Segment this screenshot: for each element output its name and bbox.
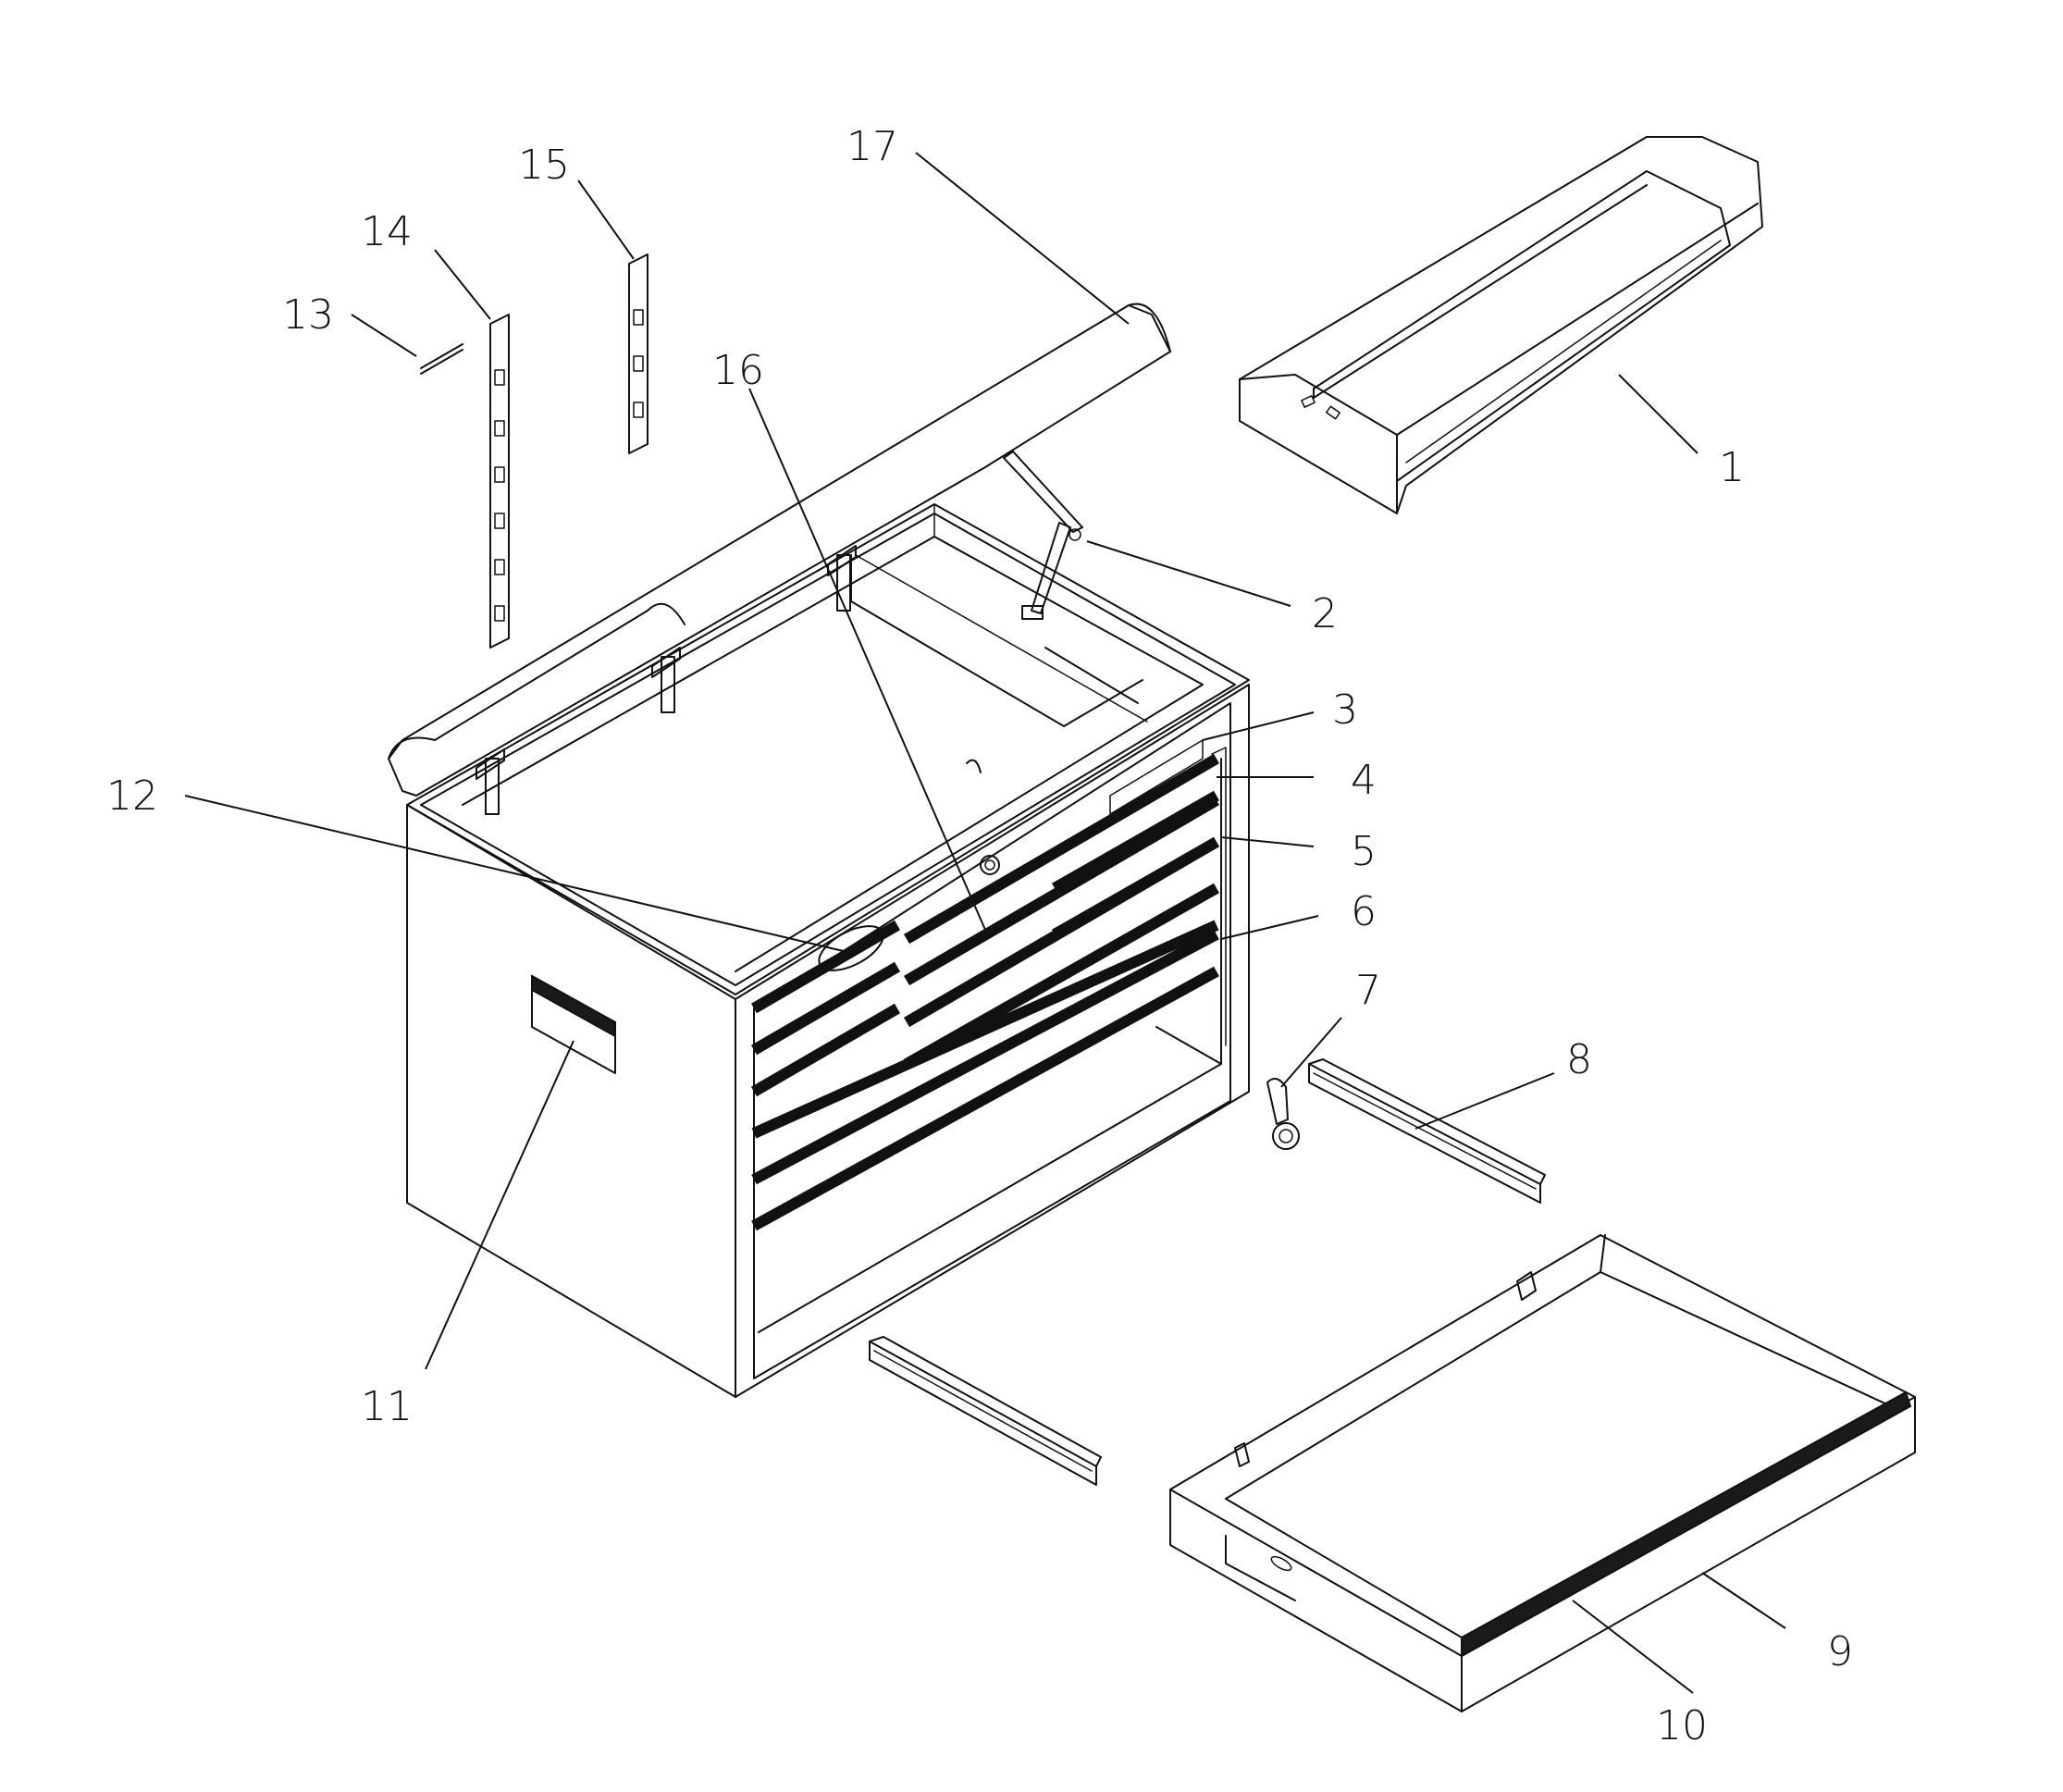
lid-stay bbox=[1003, 451, 1083, 620]
label-part-9: 9 bbox=[1827, 1628, 1853, 1675]
side-handle bbox=[531, 974, 616, 1074]
tool-hanger-bar-long bbox=[489, 314, 510, 649]
lock-assembly bbox=[1266, 1078, 1300, 1150]
part-labels: 1 2 3 4 5 6 7 8 9 10 11 12 13 14 15 16 1… bbox=[106, 123, 1853, 1749]
pin bbox=[420, 343, 463, 375]
drawer-fronts bbox=[750, 753, 1220, 1231]
chest-lid bbox=[388, 303, 1171, 797]
label-part-17: 17 bbox=[846, 123, 898, 170]
label-part-8: 8 bbox=[1566, 1036, 1592, 1083]
drawer bbox=[1169, 1234, 1916, 1712]
label-part-10: 10 bbox=[1656, 1702, 1708, 1749]
label-part-16: 16 bbox=[712, 347, 764, 394]
hinges bbox=[476, 545, 857, 815]
label-part-15: 15 bbox=[518, 142, 570, 189]
label-part-11: 11 bbox=[361, 1383, 413, 1430]
label-part-13: 13 bbox=[282, 291, 334, 339]
callout-leaders bbox=[184, 152, 1786, 1694]
label-part-3: 3 bbox=[1332, 686, 1358, 734]
label-part-7: 7 bbox=[1355, 967, 1381, 1014]
label-part-2: 2 bbox=[1312, 590, 1338, 637]
drawer-slide-upper bbox=[1308, 1058, 1546, 1204]
label-part-1: 1 bbox=[1719, 444, 1745, 491]
label-part-14: 14 bbox=[361, 208, 413, 255]
tool-hanger-bar-short bbox=[628, 253, 649, 454]
tool-tray bbox=[1239, 136, 1763, 514]
label-part-6: 6 bbox=[1351, 888, 1377, 935]
drawer-slide-lower bbox=[869, 1336, 1102, 1486]
label-part-12: 12 bbox=[106, 772, 158, 820]
tool-chest-body bbox=[406, 503, 1250, 1398]
label-part-5: 5 bbox=[1351, 828, 1377, 875]
label-part-4: 4 bbox=[1351, 757, 1377, 804]
